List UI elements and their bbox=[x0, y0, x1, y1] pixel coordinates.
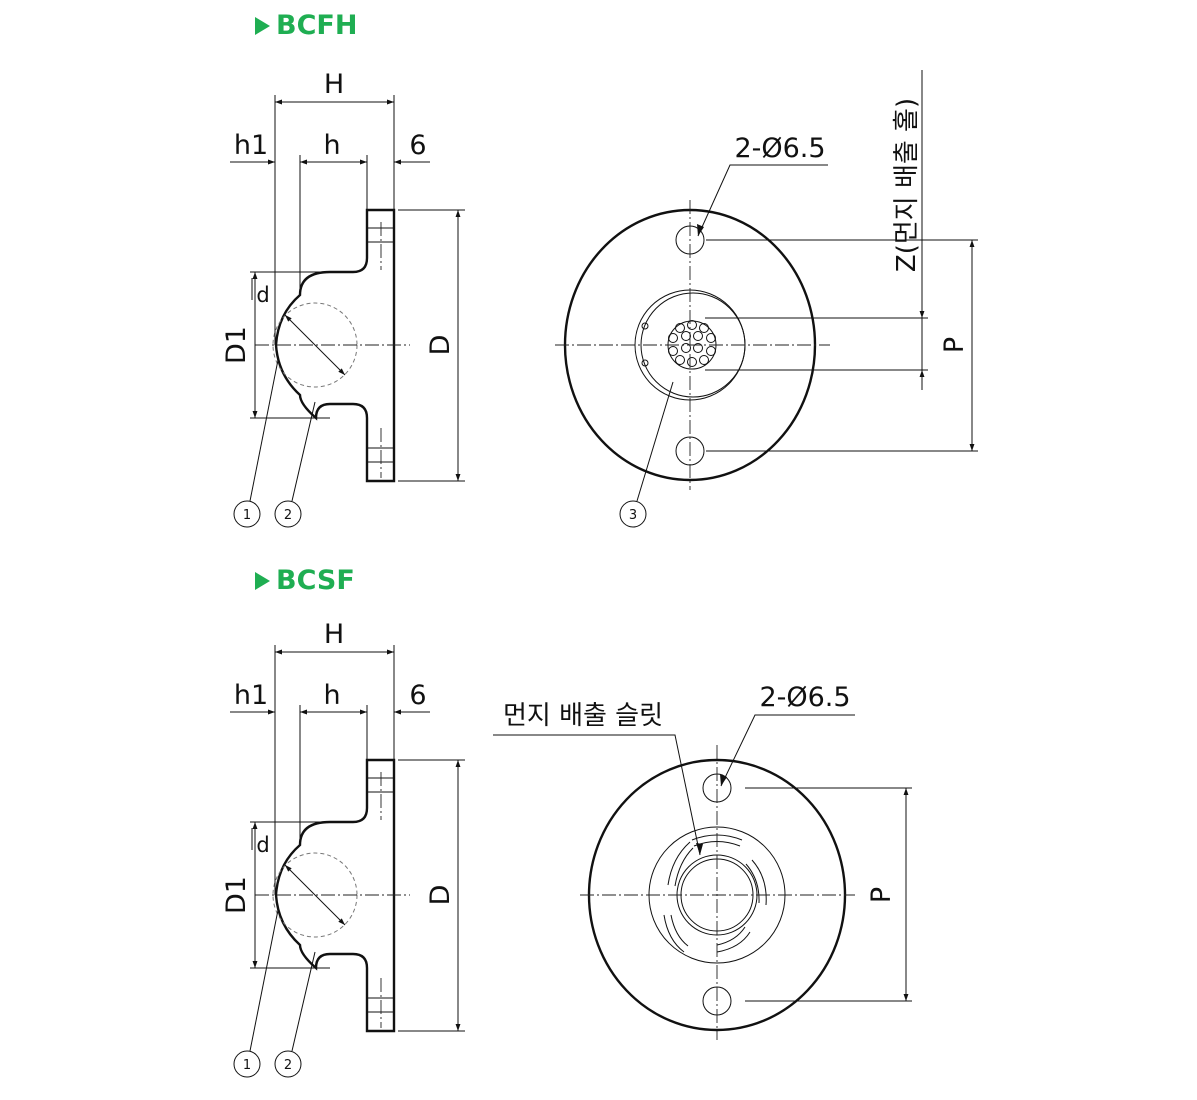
svg-text:2: 2 bbox=[284, 1058, 292, 1073]
dim-6: 6 bbox=[409, 130, 426, 161]
dim-D1: D1 bbox=[221, 876, 252, 914]
callout-1 bbox=[233, 1050, 261, 1078]
dust-slits bbox=[663, 834, 767, 953]
dim-P: P bbox=[939, 337, 970, 353]
bcfh-front-view: 2-Ø6.5 P Z(먼지 배출 홀) 3 bbox=[555, 70, 978, 528]
body-outline bbox=[274, 758, 396, 1033]
label-dust-slit: 먼지 배출 슬릿 bbox=[503, 701, 663, 731]
dim-d: d bbox=[256, 283, 269, 307]
svg-text:2: 2 bbox=[284, 508, 292, 523]
dim-h1: h1 bbox=[234, 680, 268, 711]
dim-H: H bbox=[324, 619, 344, 650]
callout-2 bbox=[274, 1050, 302, 1078]
bcfh-side-view: H h1 h 6 d D1 D 1 2 bbox=[221, 69, 465, 528]
bcfh-drawing: H h1 h 6 d D1 D 1 2 2-Ø6 bbox=[221, 69, 978, 528]
section-title-bcsf: BCSF bbox=[255, 565, 355, 596]
dim-D1: D1 bbox=[221, 326, 252, 364]
svg-text:3: 3 bbox=[629, 508, 637, 523]
callout-3 bbox=[619, 500, 647, 528]
bcsf-front-view: 2-Ø6.5 먼지 배출 슬릿 P bbox=[493, 682, 912, 1040]
svg-text:1: 1 bbox=[243, 508, 251, 523]
dim-h: h bbox=[323, 130, 340, 161]
dim-d: d bbox=[256, 833, 269, 857]
play-triangle-icon bbox=[255, 16, 270, 35]
label-dust-hole: Z(먼지 배출 홀) bbox=[892, 98, 922, 272]
label-holes: 2-Ø6.5 bbox=[734, 133, 825, 164]
dim-h1: h1 bbox=[234, 130, 268, 161]
section-title-text: BCSF bbox=[276, 565, 355, 596]
dim-P: P bbox=[866, 887, 897, 903]
dim-h: h bbox=[323, 680, 340, 711]
dim-D: D bbox=[425, 885, 456, 906]
play-triangle-icon bbox=[255, 571, 270, 590]
section-title-bcfh: BCFH bbox=[255, 10, 357, 41]
bcsf-side-view: H h1 h 6 d D1 D 1 2 bbox=[221, 619, 465, 1078]
dim-H: H bbox=[324, 69, 344, 100]
section-title-text: BCFH bbox=[276, 10, 358, 41]
callout-1 bbox=[233, 500, 261, 528]
svg-text:1: 1 bbox=[243, 1058, 251, 1073]
dim-D: D bbox=[425, 335, 456, 356]
label-holes: 2-Ø6.5 bbox=[759, 682, 850, 713]
dim-6: 6 bbox=[409, 680, 426, 711]
callout-2 bbox=[274, 500, 302, 528]
